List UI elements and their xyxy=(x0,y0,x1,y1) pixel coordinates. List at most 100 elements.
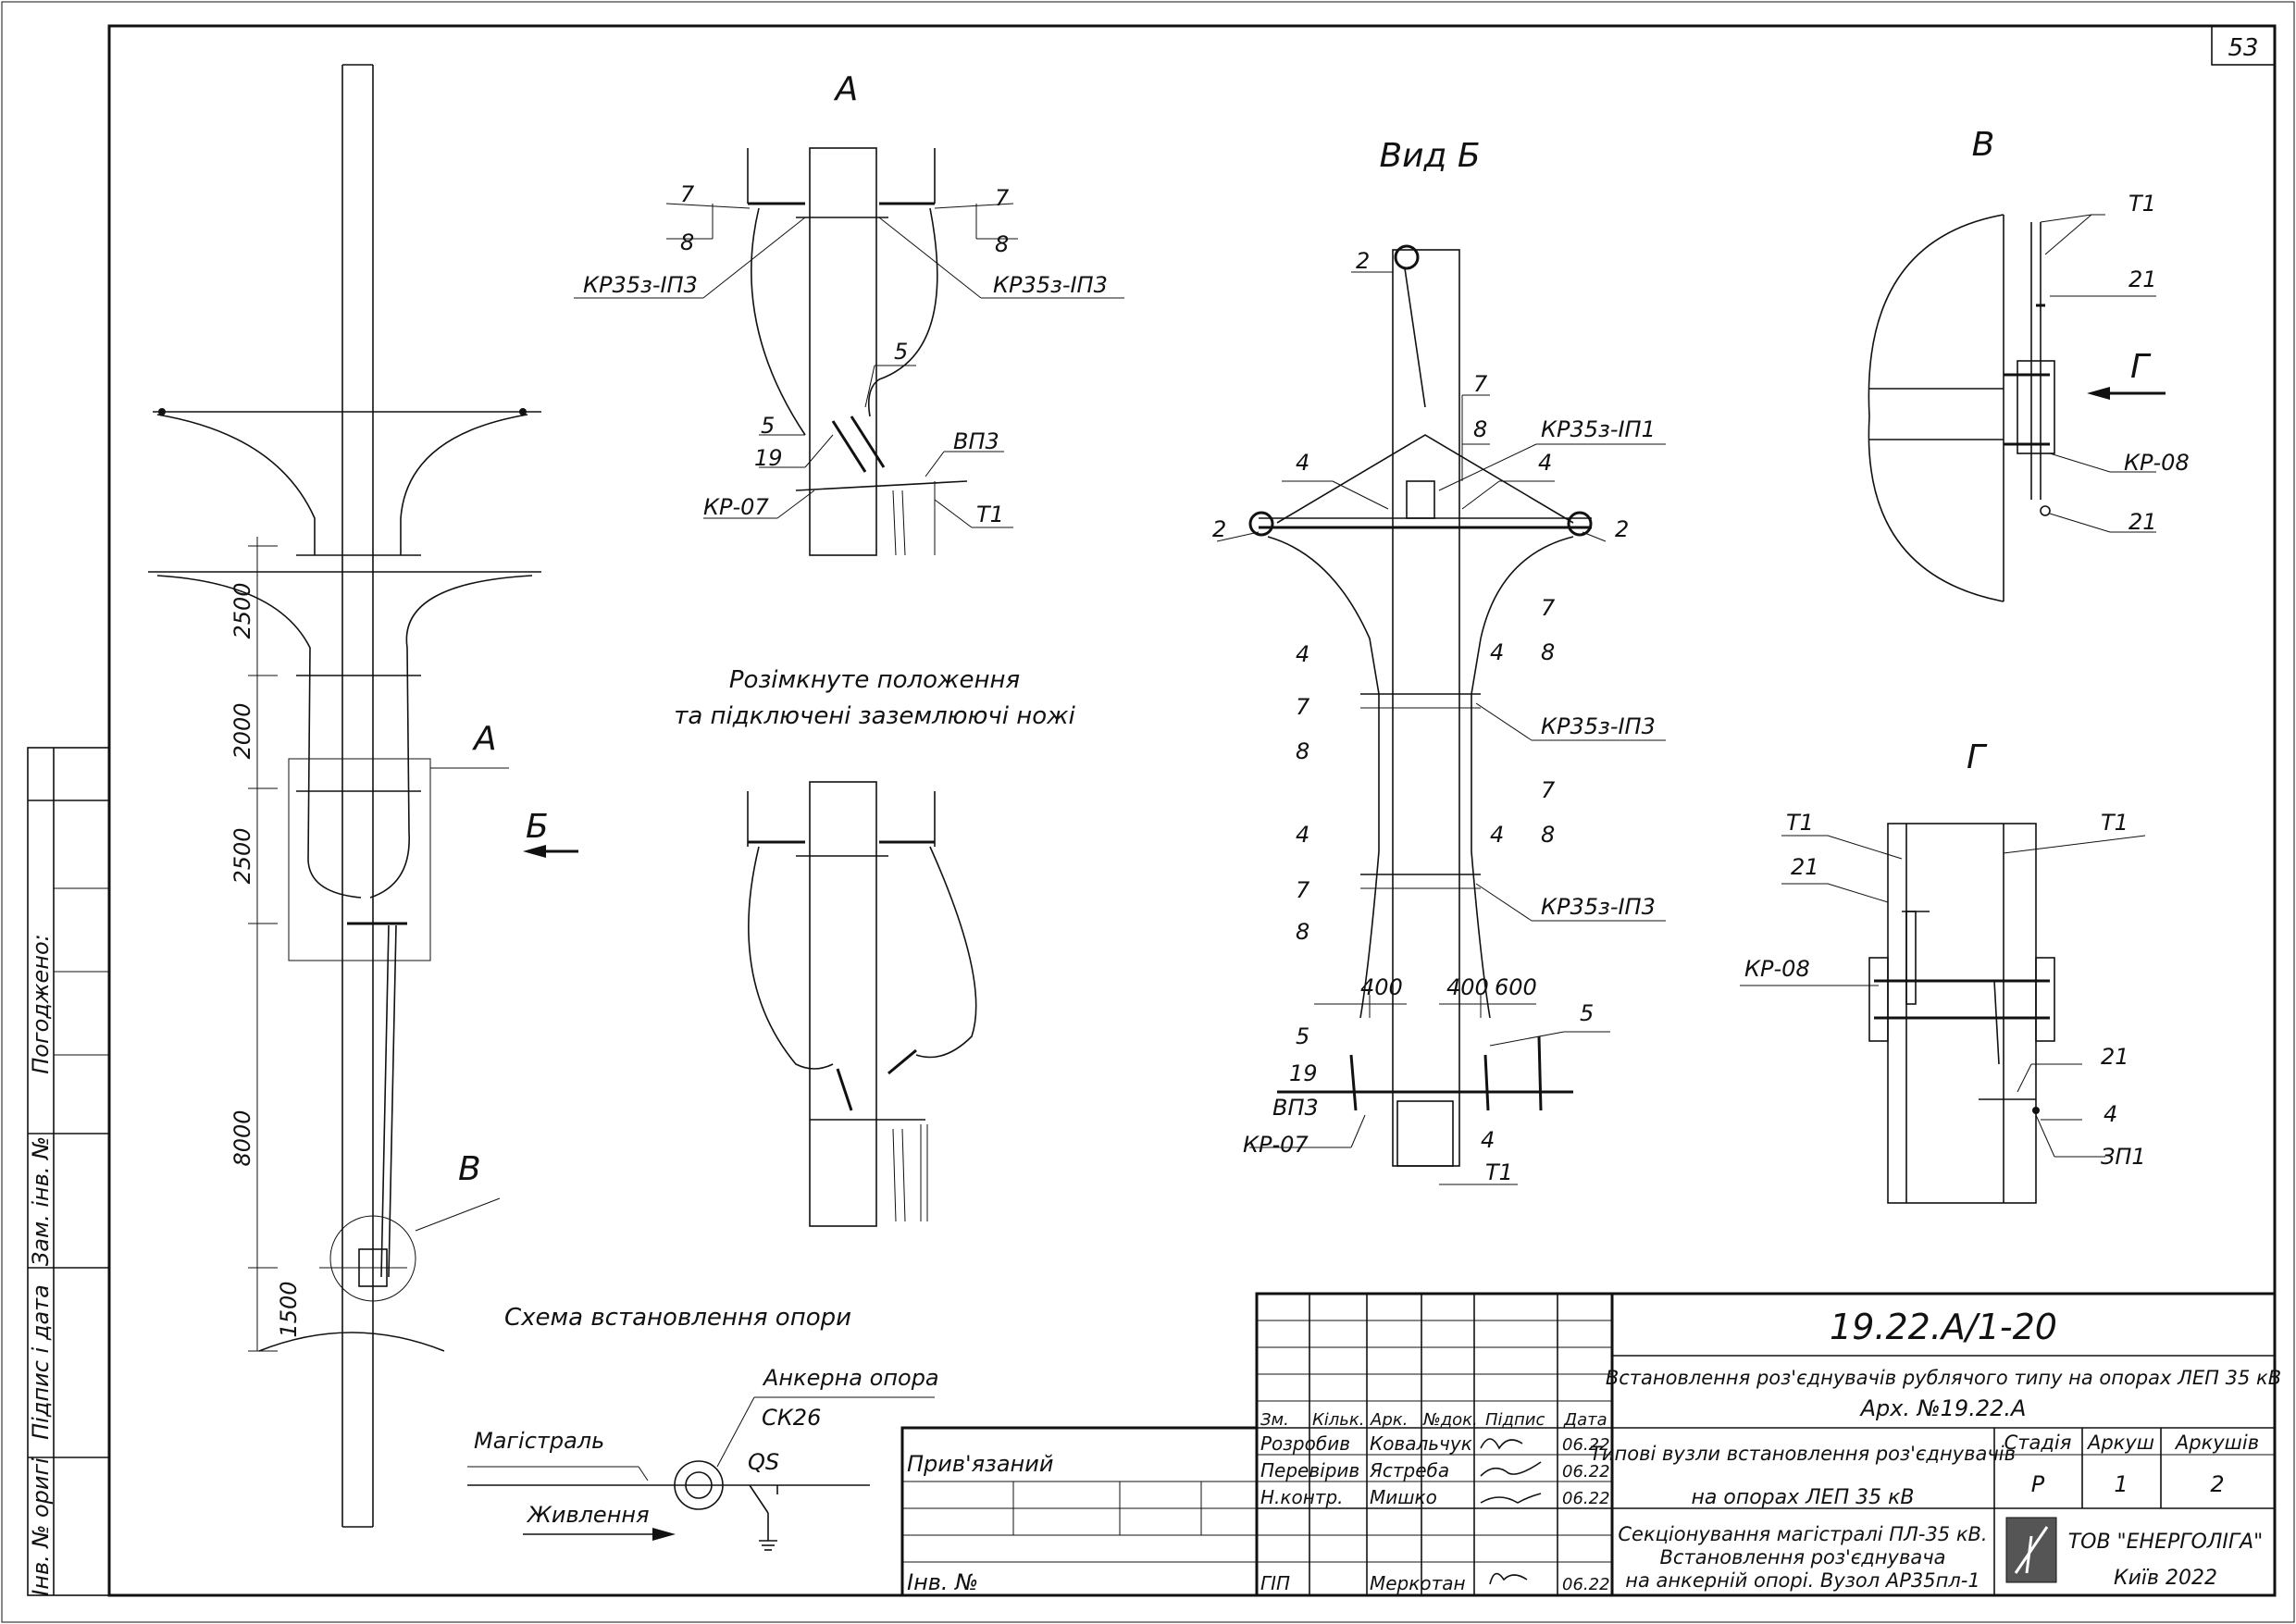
sheet-title-line3: на анкерній опорі. Вузол АР35пл-1 xyxy=(1625,1569,1980,1592)
vb-4-bot: 4 xyxy=(1481,1127,1495,1153)
stamp-orig-inv: Інв. № оригі xyxy=(28,1457,54,1596)
pole-a-marker: А xyxy=(472,720,497,758)
va-5a: 5 xyxy=(894,339,908,365)
inv-label: Інв. № xyxy=(907,1569,978,1595)
stamp-sign-date: Підпис і дата xyxy=(28,1284,54,1440)
va-kr07: КР-07 xyxy=(703,494,769,520)
row2-name: Ястреба xyxy=(1369,1459,1449,1481)
vb-4-r3: 4 xyxy=(1490,822,1504,848)
dim-3: 2500 xyxy=(230,827,255,884)
scheme-anchor: Анкерна опора xyxy=(762,1365,939,1391)
va-19: 19 xyxy=(754,445,783,471)
dim-1: 2500 xyxy=(230,582,255,638)
vb-7-l3: 7 xyxy=(1296,877,1310,903)
page-number: 53 xyxy=(2228,34,2258,62)
subject-line2: на опорах ЛЕП 35 кВ xyxy=(1692,1486,1915,1509)
vg-t1-left: Т1 xyxy=(1786,810,1814,836)
view-a-title: А xyxy=(834,70,859,108)
vb-2-top: 2 xyxy=(1356,248,1370,274)
pole-b-arrow-label: Б xyxy=(526,808,549,846)
vb-t1: Т1 xyxy=(1485,1159,1513,1185)
sheets-header: Аркушів xyxy=(2174,1432,2259,1454)
row3-date: 06.22 xyxy=(1562,1489,1610,1508)
va-r7: 7 xyxy=(995,185,1010,211)
vg-t1-right: Т1 xyxy=(2101,810,2128,836)
vb-8-r2: 8 xyxy=(1541,639,1555,665)
vb-d600: 600 xyxy=(1495,974,1537,1000)
vg-21a: 21 xyxy=(1791,854,1819,880)
sheet-title-line2: Встановлення роз'єднувача xyxy=(1660,1546,1946,1568)
vb-4-r1: 4 xyxy=(1538,450,1552,476)
vv-t1: Т1 xyxy=(2128,191,2156,217)
stage-value: Р xyxy=(2031,1471,2045,1497)
doc-code: 19.22.А/1-20 xyxy=(1830,1307,2057,1347)
stamp-replace-inv: Зам. інв. № xyxy=(28,1136,54,1266)
vb-4-r2: 4 xyxy=(1490,639,1504,665)
vb-kr-ip3-b: КР35з-ІП3 xyxy=(1541,894,1656,920)
vb-7-r3: 7 xyxy=(1541,777,1556,803)
row4-role: ГІП xyxy=(1260,1572,1290,1594)
company: ТОВ "ЕНЕРГОЛІГА" xyxy=(2068,1531,2264,1554)
city-year: Київ 2022 xyxy=(2114,1567,2217,1590)
view-b-drawing xyxy=(1216,244,1666,1185)
view-v-drawing xyxy=(1868,214,2166,602)
row3-name: Мишко xyxy=(1370,1486,1437,1508)
side-stamp: Погоджено: Зам. інв. № Підпис і дата Інв… xyxy=(27,747,110,1596)
view-b-title: Вид Б xyxy=(1379,137,1480,175)
va-kr-left: КР35з-ІП3 xyxy=(583,272,698,298)
row4-name: Меркотан xyxy=(1370,1572,1466,1594)
arch-number: Арх. №19.22.А xyxy=(1859,1395,2027,1421)
sheet-value: 1 xyxy=(2114,1471,2128,1497)
vg-zp1: ЗП1 xyxy=(2101,1144,2146,1170)
project-title: Встановлення роз'єднувачів рублячого тип… xyxy=(1606,1367,2281,1389)
vb-vp3: ВП3 xyxy=(1272,1095,1319,1121)
row2-role: Перевірив xyxy=(1260,1459,1359,1481)
scheme-title: Схема встановлення опори xyxy=(504,1304,851,1332)
va-l8: 8 xyxy=(680,229,694,255)
vv-21b: 21 xyxy=(2128,509,2157,535)
vv-kr08: КР-08 xyxy=(2124,450,2190,476)
va-vp3: ВП3 xyxy=(953,428,999,454)
va-kr-right: КР35з-ІП3 xyxy=(993,272,1108,298)
vb-8-top: 8 xyxy=(1473,416,1487,442)
row2-date: 06.22 xyxy=(1562,1462,1610,1481)
vb-5-l: 5 xyxy=(1296,1023,1309,1049)
vg-21b: 21 xyxy=(2101,1044,2129,1070)
title-block xyxy=(900,1292,2277,1597)
row4-date: 06.22 xyxy=(1562,1575,1610,1594)
col-date: Дата xyxy=(1563,1410,1607,1430)
open-position-line1: Розімкнуте положення xyxy=(729,666,1020,694)
row1-date: 06.22 xyxy=(1562,1435,1610,1455)
vb-7-l2: 7 xyxy=(1296,694,1310,720)
vv-g-arrow: Г xyxy=(2130,348,2152,386)
vv-21a: 21 xyxy=(2128,267,2157,292)
vg-kr08: КР-08 xyxy=(1744,956,1810,982)
view-v-title: В xyxy=(1972,126,1995,164)
row1-name: Ковальчук xyxy=(1370,1432,1472,1455)
view-g-title: Г xyxy=(1967,738,1988,776)
view-a-drawing xyxy=(574,147,1124,556)
pole-v-marker: В xyxy=(458,1150,481,1188)
col-ndok: №док. xyxy=(1422,1410,1478,1430)
inner-frame xyxy=(107,24,2277,1597)
va-t1: Т1 xyxy=(976,502,1004,527)
vb-d400a: 400 xyxy=(1360,974,1403,1000)
vg-4: 4 xyxy=(2104,1101,2117,1127)
vb-4-l3: 4 xyxy=(1296,822,1309,848)
signatures xyxy=(1480,1438,1542,1585)
vb-2-right: 2 xyxy=(1615,516,1629,542)
detail-v-circle xyxy=(329,1215,416,1302)
col-ark: Арк. xyxy=(1370,1410,1408,1430)
col-kilk: Кільк. xyxy=(1312,1410,1365,1430)
vb-kr-ip1: КР35з-ІП1 xyxy=(1541,416,1656,442)
scheme-main: Магістраль xyxy=(474,1428,604,1454)
scheme-drawing xyxy=(467,1396,935,1551)
va-l7: 7 xyxy=(680,181,695,207)
va-5b: 5 xyxy=(761,413,775,439)
open-position-drawing xyxy=(747,781,977,1227)
vb-4-l2: 4 xyxy=(1296,641,1309,667)
dim-5: 1500 xyxy=(276,1281,302,1337)
open-position-line2: та підключені заземлюючі ножі xyxy=(674,702,1075,730)
